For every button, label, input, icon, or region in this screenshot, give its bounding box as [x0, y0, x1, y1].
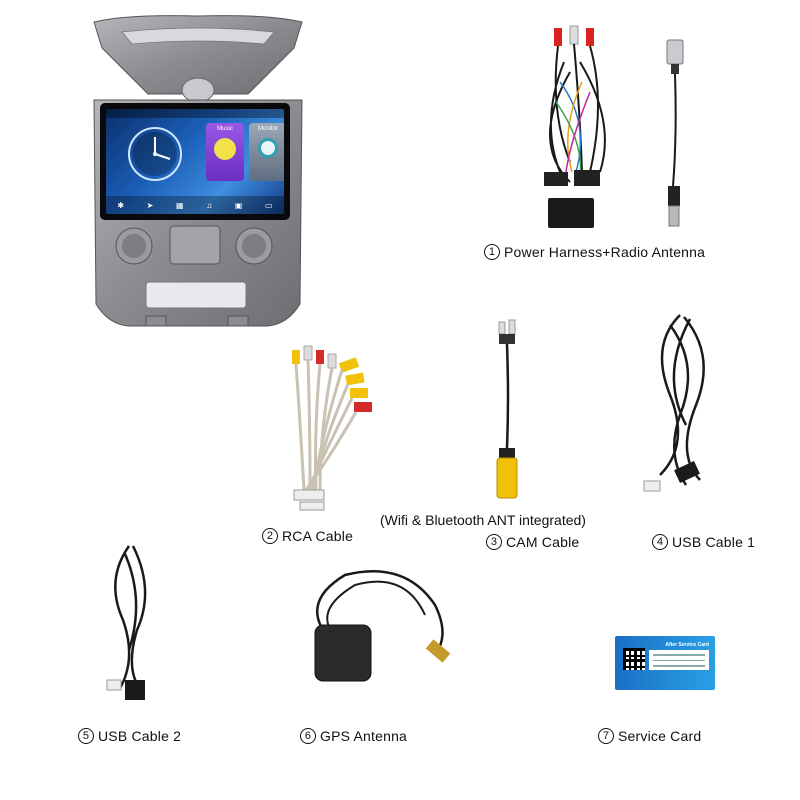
monitor-gauge-icon [258, 138, 278, 158]
stereo-screen-display: Music Monitor ✱ ➤ ▦ ♫ ▣ ▭ [106, 109, 284, 214]
caption-number: 6 [300, 728, 316, 744]
radio-antenna-cable [666, 39, 684, 227]
caption-power-harness: 1 Power Harness+Radio Antenna [484, 244, 705, 260]
caption-gps-antenna: 6 GPS Antenna [300, 728, 407, 744]
caption-usb-cable-2: 5 USB Cable 2 [78, 728, 181, 744]
caption-number: 2 [262, 528, 278, 544]
caption-label: Power Harness+Radio Antenna [504, 244, 706, 260]
caption-label: RCA Cable [282, 528, 354, 544]
usb-cable-1-image [630, 305, 730, 505]
caption-rca-cable: 2 RCA Cable [262, 528, 353, 544]
music-disc-icon [214, 138, 236, 160]
monitor-tile-label: Monitor [257, 126, 278, 132]
service-card-image: After Service Card [615, 636, 715, 690]
wifi-bluetooth-note: (Wifi & Bluetooth ANT integrated) [380, 512, 586, 528]
usb-cable-2-image [95, 540, 165, 710]
power-harness-wires [544, 25, 606, 228]
caption-label: GPS Antenna [320, 728, 408, 744]
camera-cable-image [485, 318, 535, 508]
rca-cable-image [270, 340, 390, 530]
stereo-screen: Music Monitor ✱ ➤ ▦ ♫ ▣ ▭ [100, 103, 290, 220]
service-card-contact-box [649, 650, 709, 670]
power-harness-image [520, 22, 630, 242]
camera-cable-wire [496, 319, 518, 499]
caption-number: 3 [486, 534, 502, 550]
caption-cam-cable: 3 CAM Cable [486, 534, 579, 550]
gps-antenna-cable [314, 570, 451, 682]
status-bar [106, 109, 284, 118]
app-dock: ✱ ➤ ▦ ♫ ▣ ▭ [106, 196, 284, 214]
radio-antenna-adapter-image [655, 36, 695, 236]
monitor-tile: Monitor [249, 123, 284, 181]
qr-code-icon [623, 648, 645, 670]
caption-usb-cable-1: 4 USB Cable 1 [652, 534, 755, 550]
caption-number: 7 [598, 728, 614, 744]
video-icon: ▣ [234, 200, 243, 210]
gps-antenna-image [285, 565, 465, 705]
bluetooth-icon: ✱ [117, 200, 125, 210]
apps-icon: ▦ [176, 200, 184, 210]
music-tile: Music [206, 123, 244, 181]
caption-number: 5 [78, 728, 94, 744]
service-card-title: After Service Card [665, 642, 709, 648]
usb-cable-1-coil [643, 314, 705, 492]
caption-label: Service Card [618, 728, 702, 744]
caption-label: USB Cable 2 [98, 728, 182, 744]
music-tile-label: Music [217, 126, 233, 132]
usb-cable-2-coil [106, 545, 147, 700]
clock-widget-icon [128, 127, 182, 181]
navigation-icon: ➤ [146, 200, 154, 210]
car-icon: ▭ [265, 200, 273, 210]
caption-number: 4 [652, 534, 668, 550]
caption-service-card: 7 Service Card [598, 728, 701, 744]
music-icon: ♫ [206, 200, 213, 210]
caption-number: 1 [484, 244, 500, 260]
caption-label: USB Cable 1 [672, 534, 756, 550]
caption-label: CAM Cable [506, 534, 580, 550]
rca-cable-bundle [292, 345, 372, 511]
